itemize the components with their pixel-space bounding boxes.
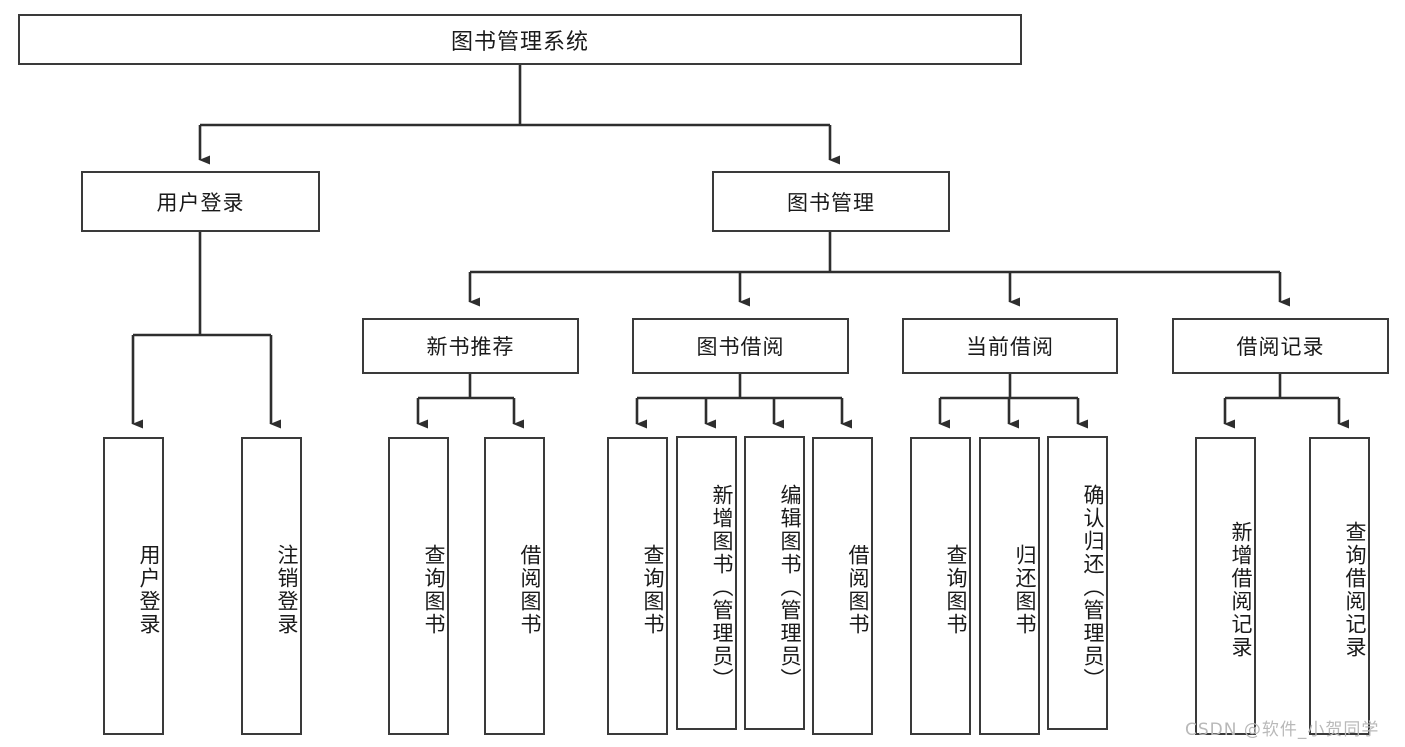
node-label: 查询图书	[422, 544, 446, 636]
node-label: 注销登录	[275, 544, 299, 636]
node-label: 图书管理系统	[450, 29, 589, 55]
node-leaf-logout-login[interactable]: 注销登录	[241, 437, 302, 735]
node-label: 新增图书（管理员）	[710, 483, 734, 691]
node-leaf-query-book-3[interactable]: 查询图书	[910, 437, 971, 735]
node-label: 编辑图书（管理员）	[778, 483, 802, 691]
node-label: 查询图书	[944, 544, 968, 636]
node-leaf-add-book[interactable]: 新增图书（管理员）	[676, 436, 737, 730]
node-leaf-query-record[interactable]: 查询借阅记录	[1309, 437, 1370, 735]
node-label: 借阅记录	[1236, 335, 1325, 359]
node-leaf-query-book-1[interactable]: 查询图书	[388, 437, 449, 735]
node-leaf-return-book[interactable]: 归还图书	[979, 437, 1040, 735]
node-leaf-add-record[interactable]: 新增借阅记录	[1195, 437, 1256, 735]
node-new-book-recommend[interactable]: 新书推荐	[362, 318, 579, 374]
node-label: 查询图书	[641, 544, 665, 636]
node-leaf-user-login[interactable]: 用户登录	[103, 437, 164, 735]
node-label: 图书管理	[787, 190, 875, 215]
node-current-borrow[interactable]: 当前借阅	[902, 318, 1118, 374]
node-label: 当前借阅	[966, 335, 1054, 359]
node-book-manage[interactable]: 图书管理	[712, 171, 950, 232]
node-leaf-borrow-book-2[interactable]: 借阅图书	[812, 437, 873, 735]
node-label: 查询借阅记录	[1343, 521, 1367, 659]
node-label: 确认归还（管理员）	[1081, 483, 1105, 691]
node-borrow-record[interactable]: 借阅记录	[1172, 318, 1389, 374]
node-root-system[interactable]: 图书管理系统	[18, 14, 1022, 65]
node-user-login[interactable]: 用户登录	[81, 171, 320, 232]
watermark-text: CSDN @软件_小贺同学	[1185, 720, 1380, 740]
node-label: 新增借阅记录	[1229, 521, 1253, 659]
node-label: 归还图书	[1013, 544, 1037, 636]
node-label: 新书推荐	[426, 335, 515, 359]
node-book-borrow[interactable]: 图书借阅	[632, 318, 849, 374]
node-leaf-borrow-book-1[interactable]: 借阅图书	[484, 437, 545, 735]
node-label: 用户登录	[156, 190, 245, 215]
node-leaf-confirm-return[interactable]: 确认归还（管理员）	[1047, 436, 1108, 730]
node-label: 图书借阅	[696, 335, 785, 359]
node-label: 借阅图书	[518, 544, 542, 636]
node-label: 用户登录	[137, 544, 161, 636]
node-leaf-edit-book[interactable]: 编辑图书（管理员）	[744, 436, 805, 730]
node-label: 借阅图书	[846, 544, 870, 636]
node-leaf-query-book-2[interactable]: 查询图书	[607, 437, 668, 735]
